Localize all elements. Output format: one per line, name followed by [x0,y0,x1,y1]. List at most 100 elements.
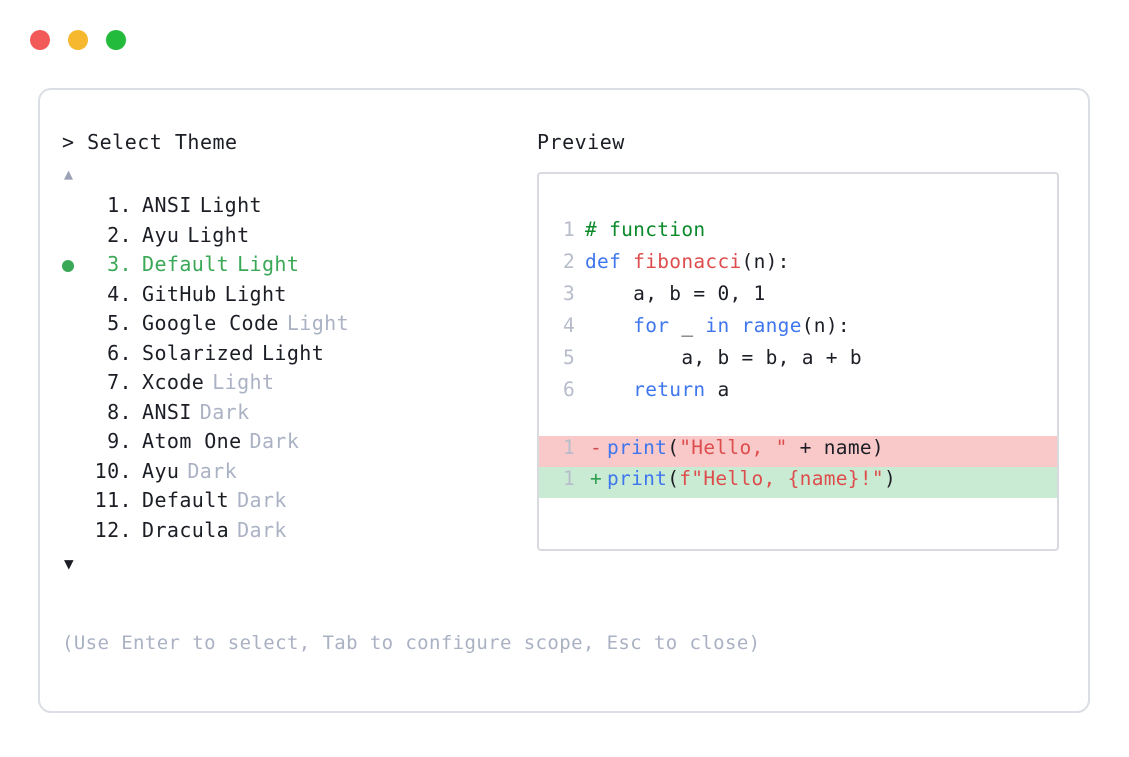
diff-minus-marker: - [589,436,603,459]
theme-list-item[interactable]: 6. Solarized Light [62,341,532,371]
theme-item-variant: Light [187,222,250,247]
code-token [585,378,633,401]
code-token: (n): [801,314,850,337]
theme-item-variant: Light [286,311,350,335]
scroll-up-icon[interactable]: ▲ [64,165,74,183]
theme-item-name: Ayu [142,458,180,483]
code-token: (n): [741,250,790,273]
theme-list-item[interactable]: 2. Ayu Light [62,223,532,253]
prompt-caret-icon: > [62,130,75,154]
theme-item-name: Xcode [142,370,205,394]
code-line-content: a, b = 0, 1 [585,282,766,305]
code-spacer [539,410,1057,436]
diff-line-content: print("Hello, " + name) [607,436,884,459]
code-token: + name) [787,436,884,459]
code-line-number: 6 [562,378,575,401]
theme-list-item[interactable]: 1. ANSI Light [62,193,532,223]
code-line-number: 1 [562,218,575,241]
diff-line-number: 1 [562,436,575,459]
theme-item-name: GitHub [142,281,217,306]
code-line-number: 5 [562,346,575,369]
theme-list-item[interactable]: 8. ANSI Dark [62,400,532,430]
theme-item-variant: Dark [187,458,238,483]
theme-item-variant: Light [224,281,287,306]
code-token: a [705,378,730,401]
code-token: f"Hello, {name}!" [679,467,884,490]
diff-line-content: print(f"Hello, {name}!") [607,467,896,490]
code-token: a, b = b, a + b [585,346,862,369]
code-token [585,314,633,337]
theme-list-item[interactable]: 10. Ayu Dark [62,459,532,489]
theme-list-item[interactable]: 11. Default Dark [62,488,532,518]
code-token: ( [667,467,680,490]
theme-item-name: Default [142,252,230,276]
theme-item-name: Ayu [142,222,180,247]
code-token: print [607,467,668,490]
code-token: # function [585,218,706,241]
code-line: 5 a, b = b, a + b [539,346,1057,378]
theme-item-number: 6. [107,340,132,365]
theme-item-number: 7. [107,370,132,394]
theme-item-variant: Light [212,370,275,394]
theme-item-name: Solarized [142,340,254,365]
code-line-content: for _ in range(n): [585,314,850,337]
code-token: print [607,436,668,459]
diff-plus-marker: + [589,467,603,490]
close-button[interactable] [30,30,50,50]
theme-list-item[interactable]: 4. GitHub Light [62,282,532,312]
theme-item-number: 8. [107,399,132,424]
theme-item-variant: Light [237,252,300,276]
theme-item-name: Atom One [142,429,242,453]
theme-item-number: 10. [94,458,132,483]
code-token: fibonacci [633,250,742,273]
code-line-number: 4 [562,314,575,337]
theme-item-name: ANSI [142,399,192,424]
theme-item-variant: Dark [237,488,287,512]
scroll-down-icon[interactable]: ▼ [64,554,74,573]
page-title-text: Select Theme [87,130,238,154]
code-token: in range [705,314,802,337]
code-line-number: 3 [562,282,575,305]
theme-item-variant: Light [199,193,262,217]
theme-item-variant: Dark [237,517,287,542]
code-line-content: return a [585,378,730,401]
keyboard-hint: (Use Enter to select, Tab to configure s… [62,632,761,654]
theme-list-item[interactable]: 7. Xcode Light [62,370,532,400]
code-token: a, b = 0, 1 [585,282,766,305]
theme-item-name: ANSI [142,193,192,217]
code-line: 6 return a [539,378,1057,410]
code-token: "Hello, " [679,436,788,459]
theme-item-variant: Dark [199,399,250,424]
maximize-button[interactable] [106,30,126,50]
code-token: for [633,314,670,337]
code-token: _ [669,314,706,337]
theme-item-name: Google Code [142,311,279,335]
code-line-content: a, b = b, a + b [585,346,862,369]
minimize-button[interactable] [68,30,88,50]
code-token: ) [883,467,896,490]
code-token: ( [667,436,680,459]
code-line-content: def fibonacci(n): [585,250,790,273]
theme-item-number: 11. [94,488,132,512]
theme-item-name: Default [142,488,230,512]
selected-bullet-icon [62,256,88,275]
theme-item-number: 4. [107,281,132,306]
theme-item-number: 1. [107,193,132,217]
code-token: def [585,250,634,273]
code-line-number: 2 [562,250,575,273]
page-title: > Select Theme [62,130,532,154]
theme-item-number: 2. [107,222,132,247]
code-token: return [633,378,706,401]
code-line: 3 a, b = 0, 1 [539,282,1057,314]
theme-item-variant: Light [261,340,325,365]
